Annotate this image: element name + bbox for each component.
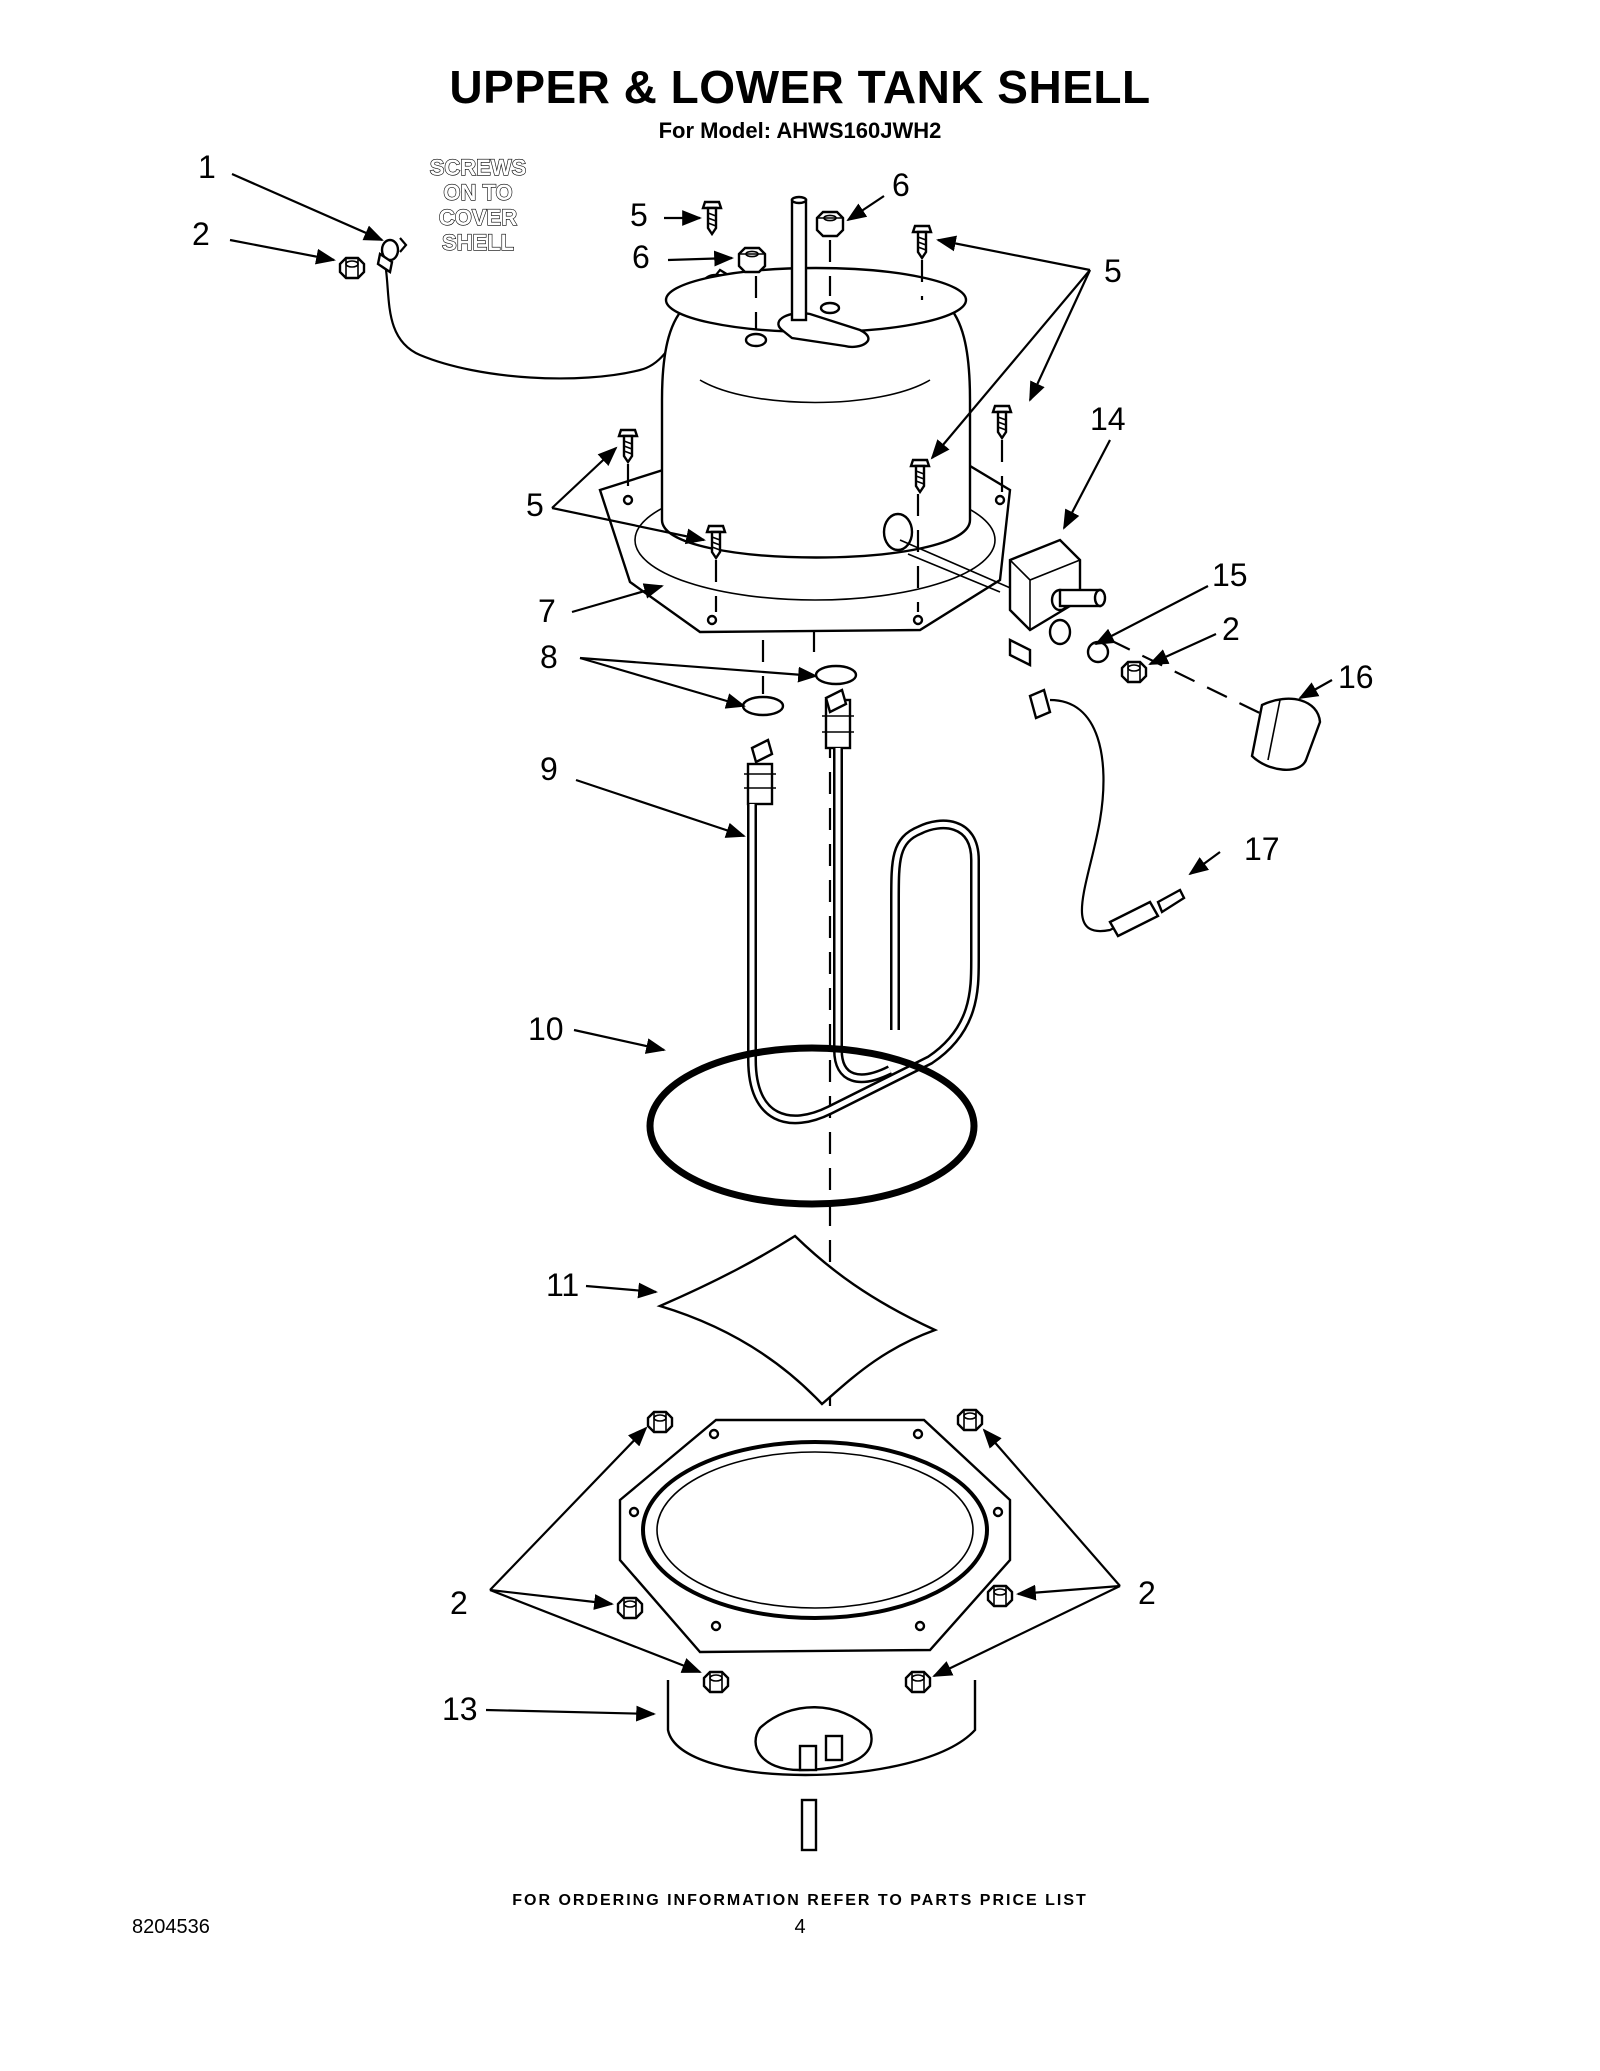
- lower-nut-6: [904, 1670, 932, 1694]
- screws-on-cover-note: SCREWS ON TO COVER SHELL: [429, 154, 527, 255]
- callout-5-left: 5: [526, 487, 544, 523]
- o-ring-gaskets: [741, 664, 858, 717]
- callout-2-mid: 2: [1222, 611, 1240, 647]
- note-line-3: COVER: [439, 205, 517, 230]
- callout-11: 11: [546, 1267, 579, 1303]
- upper-outlet-tube: [790, 195, 808, 322]
- lower-nut-4: [986, 1584, 1014, 1608]
- lower-tank-shell: [616, 1408, 1014, 1852]
- callout-2-lower-right: 2: [1138, 1575, 1156, 1611]
- callout-6-right: 6: [892, 167, 910, 203]
- screw-flange-left: [617, 428, 639, 464]
- screw-flange-right: [991, 404, 1013, 440]
- thermostat-knob: [1250, 697, 1322, 771]
- wire-connector: [1108, 900, 1160, 938]
- callout-2-top: 2: [192, 216, 210, 252]
- tank-gasket-ring: [646, 1044, 978, 1208]
- cover-arrow-mark: [399, 237, 408, 253]
- screw-top-center: [701, 200, 723, 236]
- lower-nut-2: [956, 1408, 984, 1432]
- document-number: 8204536: [132, 1916, 210, 1938]
- thermostat-nut: [1120, 660, 1148, 684]
- lower-nut-3: [616, 1596, 644, 1620]
- thermostat-assembly: [899, 538, 1322, 938]
- lower-nut-5: [702, 1670, 730, 1694]
- cover-nut-right: [815, 210, 845, 238]
- callout-17: 17: [1244, 831, 1280, 867]
- callout-13: 13: [442, 1691, 478, 1727]
- lower-nut-1: [646, 1410, 674, 1434]
- callout-5-right: 5: [1104, 253, 1122, 289]
- lower-inlet-tube: [800, 1798, 818, 1852]
- page-title: UPPER & LOWER TANK SHELL: [449, 61, 1151, 113]
- o-ring-left: [741, 695, 785, 717]
- note-line-1: SCREWS: [430, 155, 527, 180]
- callout-2-lower-left: 2: [450, 1585, 468, 1621]
- callout-1: 1: [198, 149, 216, 185]
- cover-hardware: [617, 200, 1013, 612]
- note-line-4: SHELL: [442, 230, 514, 255]
- thermostat-wire: [1049, 698, 1131, 933]
- o-ring-right: [814, 664, 858, 686]
- callout-15: 15: [1212, 557, 1248, 593]
- page-number: 4: [794, 1916, 806, 1938]
- callout-6-left: 6: [632, 239, 650, 275]
- ordering-info-note: FOR ORDERING INFORMATION REFER TO PARTS …: [512, 1892, 1088, 1909]
- callout-numbers: 1 2 5 6 6 5 14 5 7 15 2 8 16 9 17 10 11 …: [192, 149, 1374, 1727]
- callout-10: 10: [528, 1011, 564, 1047]
- model-subtitle: For Model: AHWS160JWH2: [658, 118, 942, 143]
- upper-tank-shell: [598, 266, 1012, 634]
- callout-8: 8: [540, 639, 558, 675]
- note-line-2: ON TO: [443, 180, 512, 205]
- insulation-pad: [656, 1234, 939, 1406]
- thermostat-body: [1008, 538, 1082, 632]
- ground-nut: [338, 256, 366, 280]
- callout-16: 16: [1338, 659, 1374, 695]
- screw-top-right: [911, 224, 933, 260]
- thermostat-opening: [882, 512, 914, 552]
- callout-5-top: 5: [630, 197, 648, 233]
- lock-washer: [1086, 640, 1110, 664]
- cover-slot: [777, 311, 870, 349]
- cover-nut-left: [737, 246, 767, 274]
- leader-lines: [229, 172, 1333, 1722]
- callout-14: 14: [1090, 401, 1126, 437]
- callout-9: 9: [540, 751, 558, 787]
- callout-7: 7: [538, 593, 556, 629]
